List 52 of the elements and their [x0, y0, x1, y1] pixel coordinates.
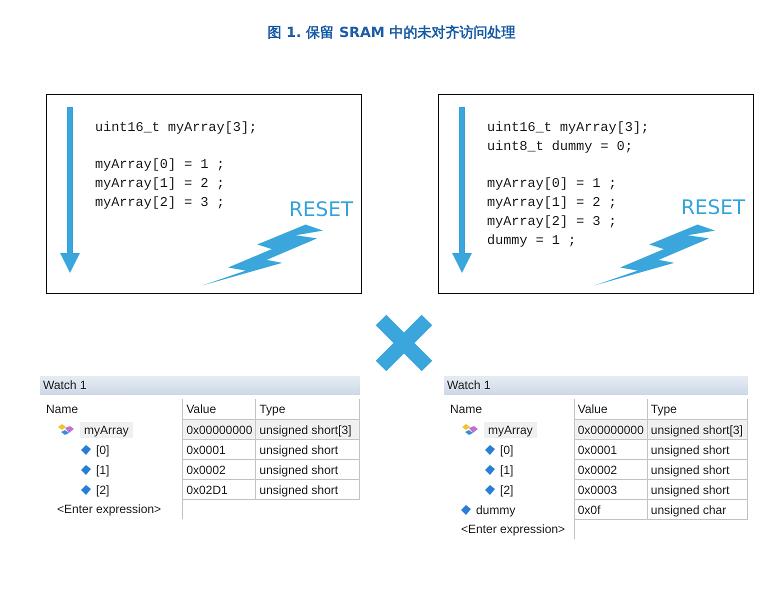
code-line: uint16_t myArray[3];: [487, 121, 650, 136]
variable-name: [1]: [500, 462, 514, 476]
type-text: unsigned short[3]: [650, 422, 743, 436]
value-text: 0x02D1: [186, 482, 228, 496]
value-text: 0x00000000: [186, 422, 252, 436]
code-line: dummy = 1 ;: [487, 234, 576, 249]
code-line: myArray[1] = 2 ;: [95, 177, 225, 192]
value-text: 0x0003: [578, 482, 618, 496]
column-header: Type: [650, 402, 677, 416]
column-header: Value: [578, 402, 608, 416]
type-text: unsigned short: [259, 482, 338, 496]
title-bar: Watch 1: [40, 376, 360, 395]
column-header: Name: [450, 402, 482, 416]
variable-name: [1]: [96, 462, 110, 476]
code-line: uint16_t myArray[3];: [95, 121, 258, 136]
variable-name: [2]: [500, 482, 514, 496]
column-header: Type: [259, 402, 286, 416]
type-text: unsigned short: [259, 442, 338, 456]
code-line: uint8_t dummy = 0;: [487, 140, 633, 155]
expression-prompt: <Enter expression>: [461, 522, 566, 536]
value-text: 0x0f: [578, 502, 600, 516]
value-text: 0x0002: [578, 462, 618, 476]
code-line: myArray[1] = 2 ;: [487, 196, 617, 211]
title-bar: Watch 1: [444, 376, 748, 395]
type-text: unsigned char: [650, 502, 726, 516]
value-text: 0x0001: [578, 442, 618, 456]
code-line: myArray[2] = 3 ;: [487, 215, 617, 230]
expression-prompt: <Enter expression>: [57, 502, 162, 516]
value-text: 0x00000000: [578, 422, 644, 436]
type-text: unsigned short: [650, 462, 730, 476]
value-text: 0x0002: [186, 462, 226, 476]
code-line: myArray[0] = 1 ;: [487, 177, 617, 192]
code-panel: [46, 94, 362, 294]
type-text: unsigned short[3]: [259, 422, 352, 436]
variable-name: dummy: [476, 502, 516, 516]
variable-name: [0]: [96, 442, 110, 456]
variable-name: [2]: [96, 482, 110, 496]
code-panel: [438, 94, 754, 294]
code-line: myArray[0] = 1 ;: [95, 158, 225, 173]
variable-name: myArray: [80, 422, 133, 438]
type-text: unsigned short: [259, 462, 338, 476]
reset-label: RESET: [289, 197, 354, 221]
variable-name: [0]: [500, 442, 514, 456]
reset-label: RESET: [681, 195, 746, 219]
type-text: unsigned short: [650, 482, 730, 496]
type-text: unsigned short: [650, 442, 730, 456]
figure-title: 图 1. 保留 SRAM 中的未对齐访问处理: [266, 24, 517, 42]
column-header: Name: [46, 402, 78, 416]
column-header: Value: [186, 402, 216, 416]
code-line: myArray[2] = 3 ;: [95, 196, 225, 211]
value-text: 0x0001: [186, 442, 226, 456]
variable-name: myArray: [484, 422, 537, 438]
